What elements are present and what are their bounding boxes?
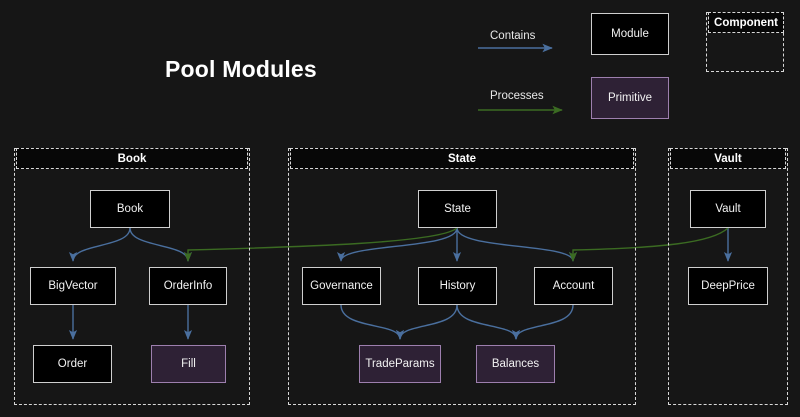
- edge-vault-to-account: [568, 227, 729, 262]
- edge-account-to-balances: [511, 304, 574, 340]
- node-fill[interactable]: Fill: [151, 345, 226, 383]
- legend-module-box: Module: [591, 13, 669, 55]
- node-governance[interactable]: Governance: [302, 267, 381, 305]
- node-account[interactable]: Account: [534, 267, 613, 305]
- node-vault[interactable]: Vault: [690, 190, 766, 228]
- edge-history-to-tradeparams: [395, 304, 458, 340]
- node-order[interactable]: Order: [33, 345, 112, 383]
- section-header-state: State: [290, 148, 634, 169]
- edges-group: [68, 227, 733, 340]
- legend-component-label: Component: [708, 12, 784, 33]
- page-title: Pool Modules: [165, 56, 317, 82]
- node-book[interactable]: Book: [90, 190, 170, 228]
- node-orderinfo[interactable]: OrderInfo: [149, 267, 227, 305]
- edge-book-to-bigvector: [68, 227, 131, 262]
- legend-contains-label: Contains: [490, 30, 536, 42]
- node-bigvector[interactable]: BigVector: [30, 267, 116, 305]
- legend-primitive-box: Primitive: [591, 77, 669, 119]
- edge-state-to-account: [456, 227, 578, 262]
- edge-state-to-orderinfo: [183, 227, 458, 262]
- legend-processes-label: Processes: [490, 90, 544, 102]
- node-state[interactable]: State: [418, 190, 497, 228]
- node-history[interactable]: History: [418, 267, 497, 305]
- node-deepprice[interactable]: DeepPrice: [688, 267, 768, 305]
- node-balances[interactable]: Balances: [476, 345, 555, 383]
- section-header-book: Book: [16, 148, 248, 169]
- edge-state-to-governance: [336, 227, 458, 262]
- section-header-vault: Vault: [670, 148, 786, 169]
- node-tradeparams[interactable]: TradeParams: [359, 345, 441, 383]
